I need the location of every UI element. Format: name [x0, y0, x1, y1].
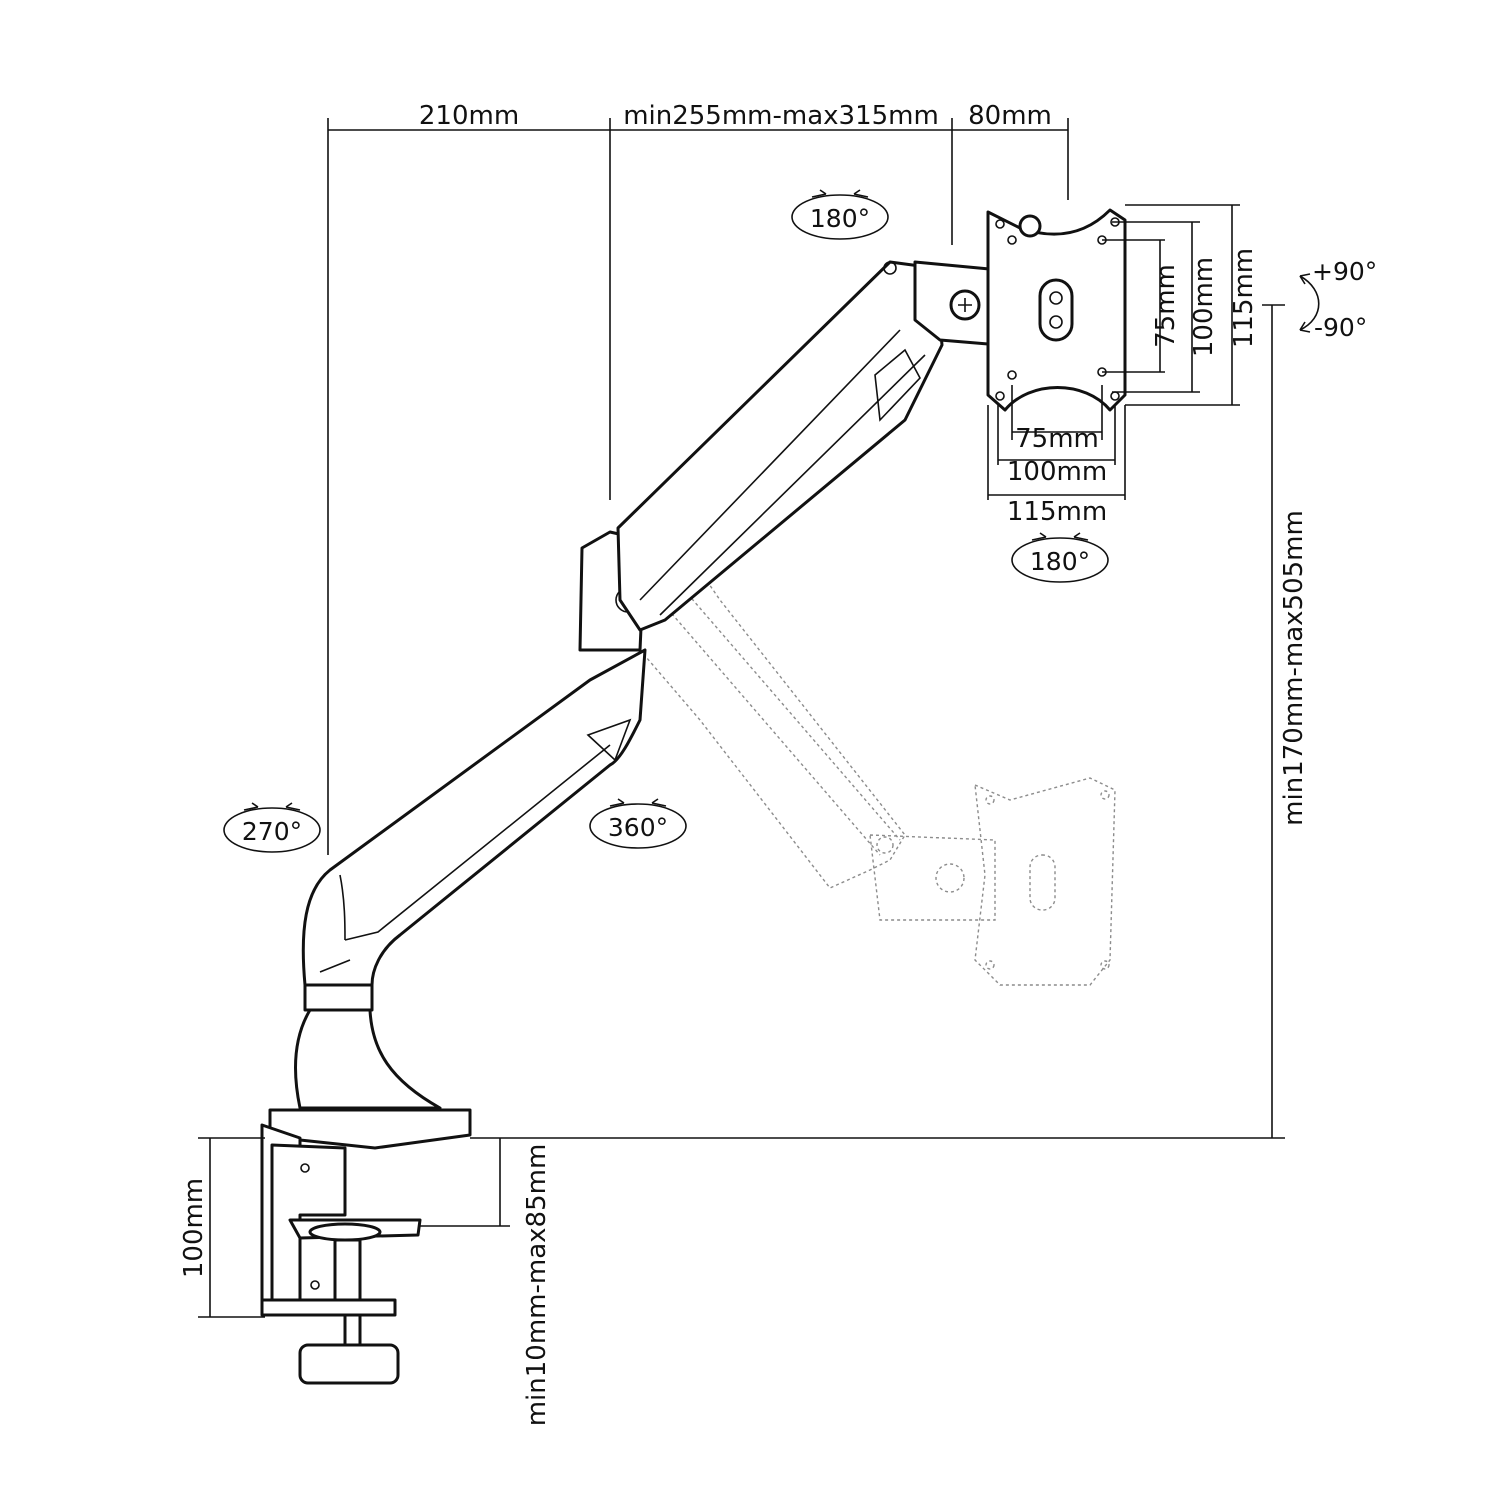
tilt-arrow-icon [1299, 273, 1320, 333]
dim-80mm: 80mm [968, 101, 1052, 131]
rotation-180-top: 180° [810, 204, 870, 233]
dim-desk-thickness: min10mm-max85mm [522, 1144, 552, 1427]
rotation-180-vesa: 180° [1030, 547, 1090, 576]
dim-height-range: min170mm-max505mm [1279, 510, 1309, 826]
rotation-badge-vesa [1011, 532, 1109, 583]
rotation-270: 270° [242, 817, 302, 846]
tilt-plus-90: +90° [1312, 257, 1377, 286]
rotation-badge-arm-top [791, 189, 889, 240]
top-dimension-lines [327, 118, 1069, 855]
dim-clamp-100mm: 100mm [179, 1178, 209, 1278]
tilt-minus-90: -90° [1314, 313, 1367, 342]
lower-arm [301, 648, 647, 987]
rotation-badge-base [223, 802, 321, 853]
rotation-badge-elbow [589, 798, 687, 849]
height-dimension-lines [470, 304, 1285, 1139]
dim-vesa-v-115: 115mm [1229, 248, 1259, 348]
desk-clamp [260, 1108, 472, 1385]
clamp-dimension-lines [198, 1137, 510, 1318]
vesa-dimension-lines [987, 204, 1240, 500]
ghost-lowered-arm [619, 519, 1116, 986]
rotation-360: 360° [608, 813, 668, 842]
dim-vesa-v-100: 100mm [1189, 257, 1219, 357]
dim-vesa-h-100: 100mm [1007, 457, 1107, 487]
dim-210mm: 210mm [419, 101, 519, 131]
dim-vesa-h-75: 75mm [1015, 424, 1099, 454]
upper-arm [616, 260, 944, 632]
dim-vesa-h-115: 115mm [1007, 497, 1107, 527]
tilt-head [913, 260, 1002, 347]
base-column [294, 983, 442, 1110]
dim-vesa-v-75: 75mm [1151, 264, 1181, 348]
dim-arm-reach: min255mm-max315mm [623, 101, 939, 131]
